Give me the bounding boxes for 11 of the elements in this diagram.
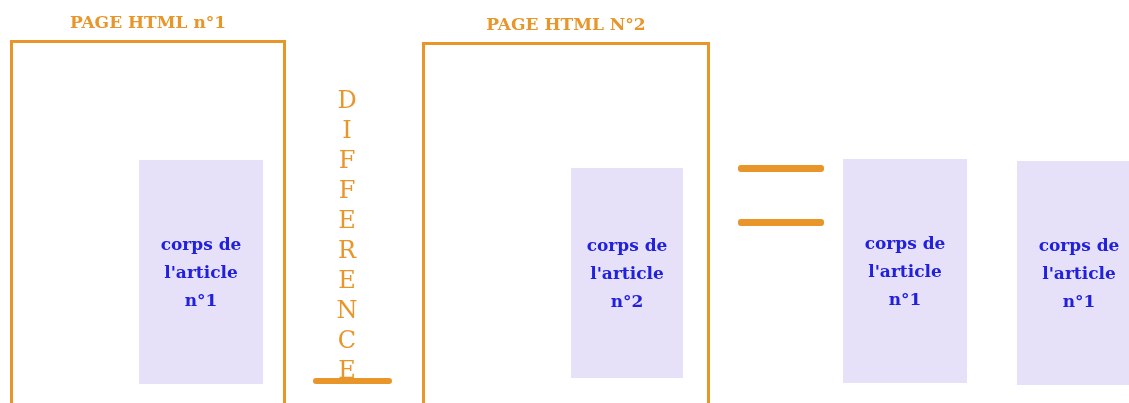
article-label: corps de l'article n°2 (585, 234, 669, 313)
page-title: PAGE HTML n°1 (68, 12, 228, 32)
article-body-block (571, 168, 683, 378)
article-body-block (139, 160, 263, 384)
article-label: corps de l'article n°1 (863, 232, 947, 311)
article-label: corps de l'article n°1 (1037, 234, 1121, 313)
page-title: PAGE HTML N°2 (485, 14, 647, 34)
article-body-block (1017, 161, 1129, 385)
vertical-text: DIFFERENCE (334, 86, 360, 386)
article-label: corps de l'article n°1 (159, 233, 243, 312)
article-body-block (843, 159, 967, 383)
